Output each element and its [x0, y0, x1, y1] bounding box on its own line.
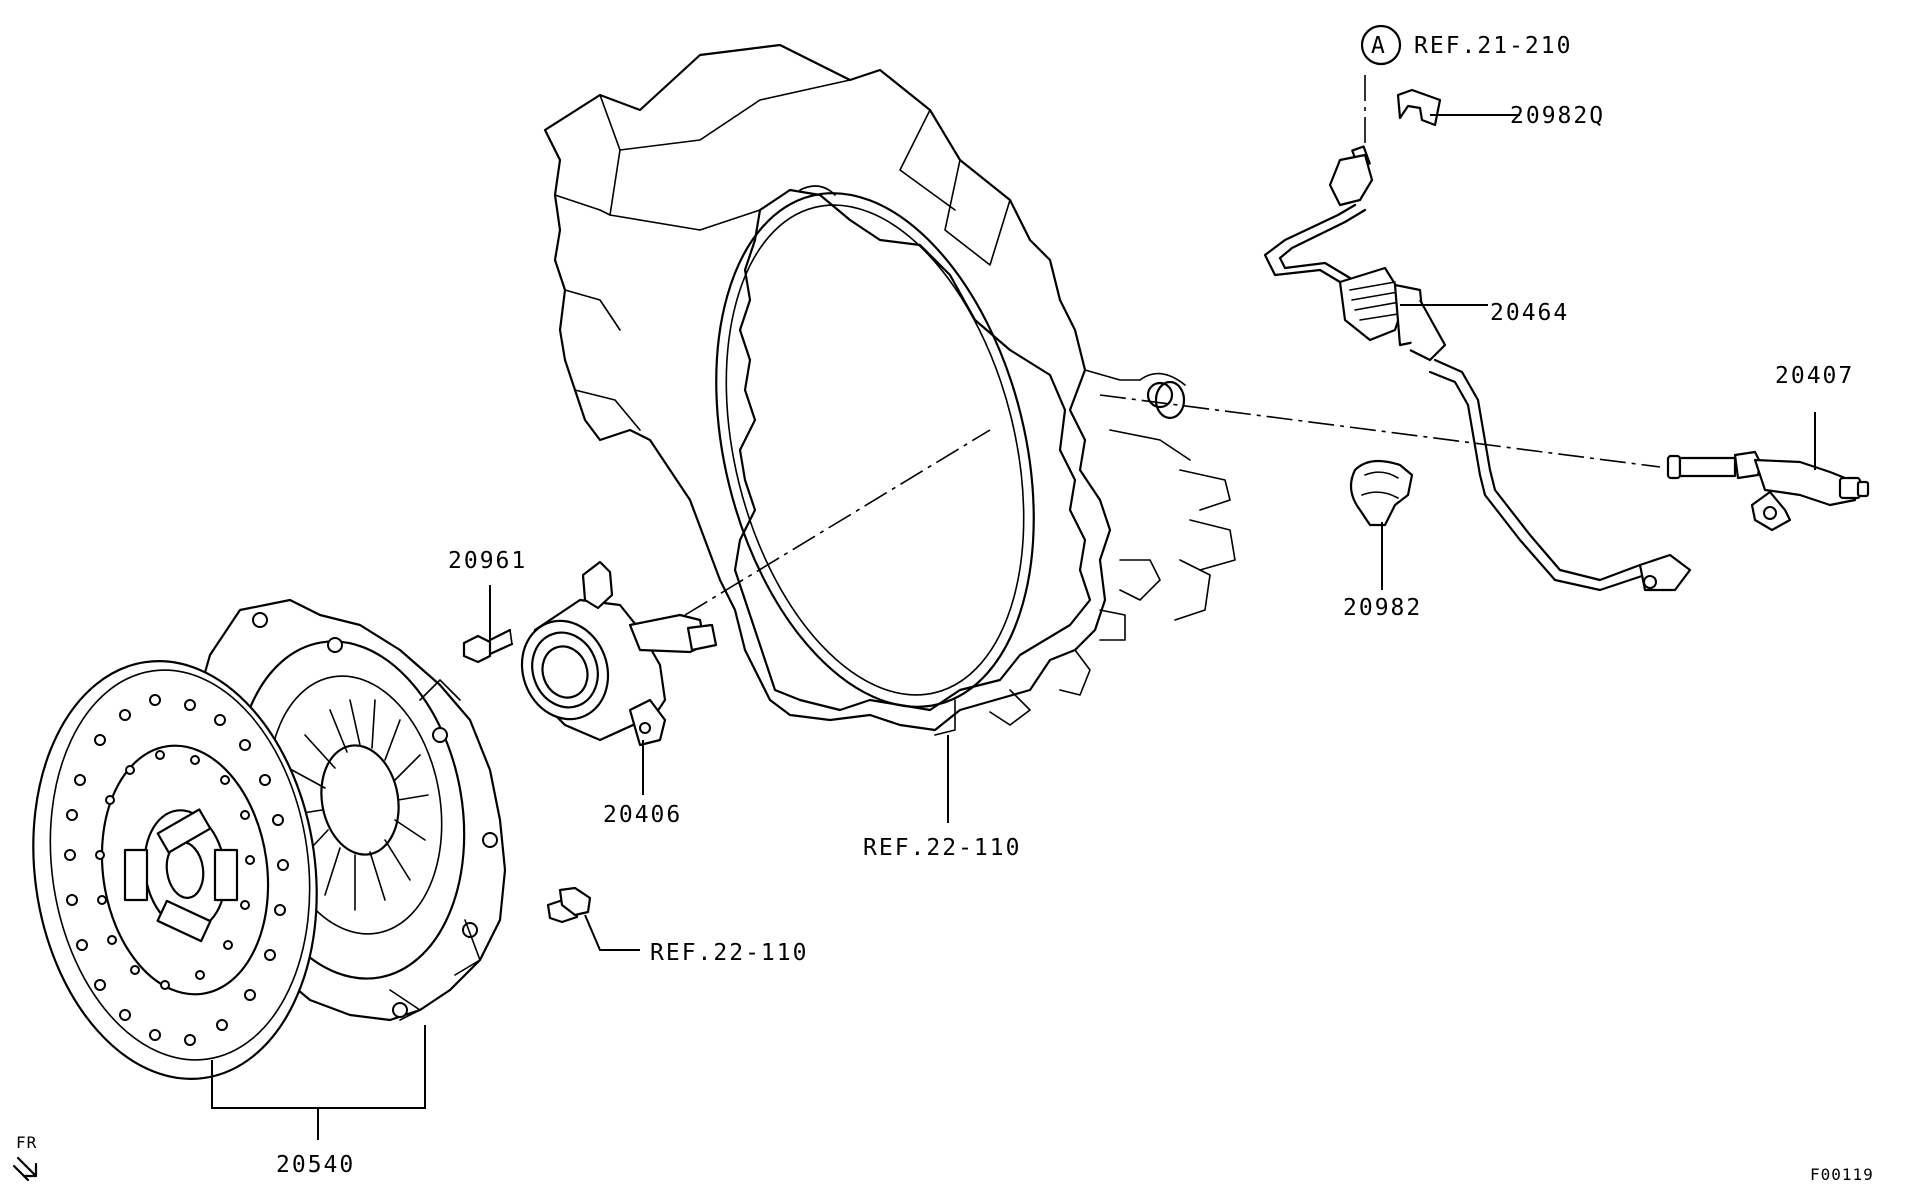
clutch-disc: [32, 660, 318, 1080]
front-arrow-icon: [12, 1156, 38, 1182]
part-20464-label: 20464: [1490, 300, 1569, 326]
front-direction-indicator: FR: [12, 1133, 38, 1182]
housing-ref-label: REF.22-110: [863, 835, 1021, 861]
part-20961-label: 20961: [448, 548, 527, 574]
ref-a-callout: A REF.21-210: [1360, 24, 1572, 66]
centerline-hose: [1099, 394, 1661, 468]
part-20982q-clip: [1396, 88, 1442, 127]
pin-leader: [584, 914, 640, 951]
part-20464-line: [1263, 145, 1692, 592]
part-20982-clamp: [1349, 459, 1414, 527]
part-20406-label: 20406: [603, 802, 682, 828]
part-20982q-label: 20982Q: [1510, 103, 1605, 129]
ref-a-letter: A: [1371, 33, 1387, 59]
part-20540-label: 20540: [276, 1152, 355, 1178]
figure-code: F00119: [1810, 1165, 1874, 1184]
disc-rivet-holes: [64, 694, 289, 1046]
front-label: FR: [16, 1133, 37, 1152]
part-20982-label: 20982: [1343, 595, 1422, 621]
part-20407-label: 20407: [1775, 363, 1854, 389]
dowel-pin: [546, 886, 592, 924]
ref-a-circle: [1360, 24, 1402, 66]
part-20407-connector: [1666, 450, 1870, 532]
transmission-housing: [543, 43, 1236, 736]
centerline-bearing: [684, 429, 991, 616]
part-20961-bolt: [462, 628, 514, 664]
pin-ref-label: REF.22-110: [650, 940, 808, 966]
part-20406-release-bearing: [520, 560, 718, 747]
ref-21-210-label: REF.21-210: [1414, 33, 1572, 59]
